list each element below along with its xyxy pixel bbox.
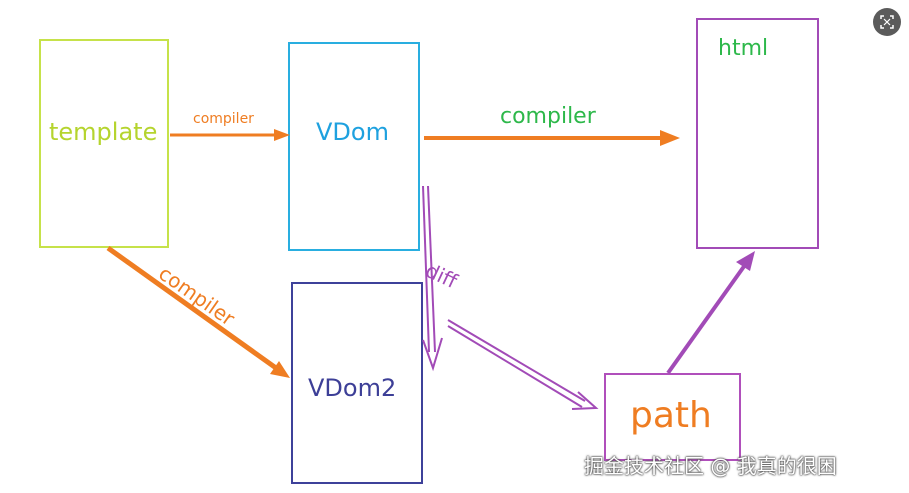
html-label: html xyxy=(718,36,769,61)
arrow-vdom-to-vdom2-diff xyxy=(422,185,443,372)
vdom-label: VDom xyxy=(316,118,389,146)
vdom2-box xyxy=(291,282,423,484)
scan-glyph-icon xyxy=(880,15,894,29)
html-box xyxy=(696,18,819,249)
arrow-diff-to-path xyxy=(447,319,599,410)
edge-label-template-vdom: compiler xyxy=(193,111,254,127)
vdom-box xyxy=(288,42,420,251)
path-label: path xyxy=(630,395,712,436)
arrow-template-to-vdom2 xyxy=(106,245,290,378)
image-scan-icon[interactable] xyxy=(873,8,901,36)
template-box xyxy=(39,39,169,248)
arrow-path-to-html xyxy=(666,251,755,375)
template-label: template xyxy=(49,118,158,146)
arrow-template-to-vdom xyxy=(170,129,290,141)
vdom2-label: VDom2 xyxy=(308,374,397,402)
arrow-vdom-to-html xyxy=(424,130,680,146)
path-box xyxy=(604,373,741,461)
watermark-text: 掘金技术社区 @ 我真的很困 xyxy=(584,454,837,478)
edge-label-vdom-html: compiler xyxy=(500,104,596,129)
